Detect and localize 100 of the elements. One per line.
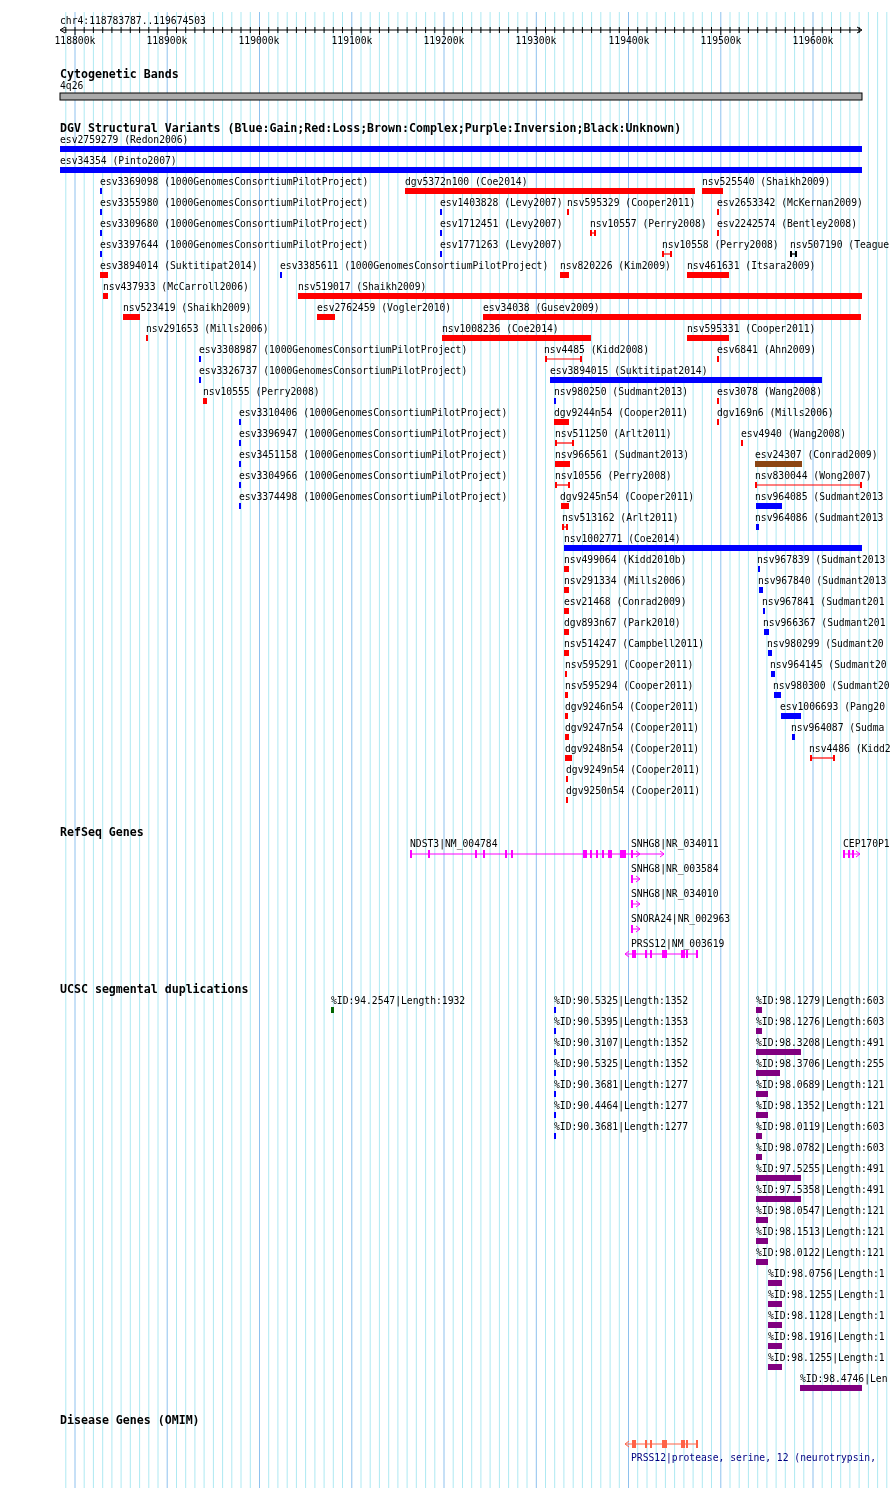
duplication-label: %ID:98.3706|Length:255 bbox=[756, 1058, 885, 1070]
variant-label: dgv9248n54 (Cooper2011) bbox=[565, 743, 700, 755]
duplication-label: %ID:98.0122|Length:121 bbox=[756, 1247, 885, 1259]
variant-label: nsv980299 (Sudmant20 bbox=[767, 638, 884, 650]
variant-label: esv6841 (Ahn2009) bbox=[717, 344, 817, 356]
duplication-label: %ID:98.0756|Length:1 bbox=[768, 1268, 885, 1280]
variant-label: esv34354 (Pinto2007) bbox=[60, 155, 177, 167]
duplication-label: %ID:98.1916|Length:1 bbox=[768, 1331, 885, 1343]
duplication-label: %ID:98.0689|Length:121 bbox=[756, 1079, 885, 1091]
duplication-label: %ID:98.1352|Length:121 bbox=[756, 1100, 885, 1112]
variant-label: esv3894015 (Suktitipat2014) bbox=[550, 365, 708, 377]
duplication-label: %ID:90.3107|Length:1352 bbox=[554, 1037, 689, 1049]
variant-label: nsv830044 (Wong2007) bbox=[755, 470, 872, 482]
variant-label: esv3310406 (1000GenomesConsortiumPilotProject) bbox=[239, 407, 508, 419]
duplication-label: %ID:90.3681|Length:1277 bbox=[554, 1121, 689, 1133]
track-title: Disease Genes (OMIM) bbox=[60, 1413, 200, 1427]
variant-label: nsv595331 (Cooper2011) bbox=[687, 323, 816, 335]
duplication-label: %ID:97.5255|Length:491 bbox=[756, 1163, 885, 1175]
duplication-label: %ID:90.4464|Length:1277 bbox=[554, 1100, 689, 1112]
variant-label: esv34038 (Gusev2009) bbox=[483, 302, 600, 314]
variant-label: nsv511250 (Arlt2011) bbox=[555, 428, 672, 440]
variant-label: dgv5372n100 (Coe2014) bbox=[405, 176, 528, 188]
axis-tick-label: 119100k bbox=[331, 35, 373, 47]
variant-label: esv2759279 (Redon2006) bbox=[60, 134, 189, 146]
variant-label: nsv595291 (Cooper2011) bbox=[565, 659, 694, 671]
axis-tick-label: 119200k bbox=[423, 35, 465, 47]
variant-label: nsv4486 (Kidd2 bbox=[809, 743, 890, 755]
duplication-label: %ID:97.5358|Length:491 bbox=[756, 1184, 885, 1196]
variant-label: nsv461631 (Itsara2009) bbox=[687, 260, 816, 272]
variant-label: dgv893n67 (Park2010) bbox=[564, 617, 681, 629]
axis-tick-label: 119600k bbox=[792, 35, 834, 47]
variant-label: esv3397644 (1000GenomesConsortiumPilotProject) bbox=[100, 239, 369, 251]
variant-label: dgv9249n54 (Cooper2011) bbox=[566, 764, 701, 776]
variant-label: nsv4485 (Kidd2008) bbox=[544, 344, 649, 356]
duplication-label: %ID:98.0119|Length:603 bbox=[756, 1121, 885, 1133]
track-title: Cytogenetic Bands bbox=[60, 67, 179, 81]
variant-label: nsv10557 (Perry2008) bbox=[590, 218, 707, 230]
variant-label: nsv964087 (Sudma bbox=[791, 722, 885, 734]
duplication-label: %ID:98.0782|Length:603 bbox=[756, 1142, 885, 1154]
gene-label: PRSS12|NM_003619 bbox=[631, 938, 725, 950]
duplication-label: %ID:98.1513|Length:121 bbox=[756, 1226, 885, 1238]
variant-label: nsv514247 (Campbell2011) bbox=[564, 638, 704, 650]
variant-label: esv1006693 (Pang20 bbox=[780, 701, 885, 713]
variant-label: dgv9245n54 (Cooper2011) bbox=[560, 491, 695, 503]
variant-label: esv4940 (Wang2008) bbox=[741, 428, 846, 440]
variant-label: nsv10558 (Perry2008) bbox=[662, 239, 779, 251]
disease-gene-label: PRSS12|protease, serine, 12 (neurotrypsin, bbox=[631, 1452, 876, 1464]
variant-label: nsv964085 (Sudmant2013 bbox=[755, 491, 884, 503]
position-label: chr4:118783787..119674503 bbox=[60, 15, 206, 27]
axis-tick-label: 119000k bbox=[238, 35, 280, 47]
duplication-label: %ID:90.5395|Length:1353 bbox=[554, 1016, 689, 1028]
variant-label: esv3385611 (1000GenomesConsortiumPilotProject) bbox=[280, 260, 549, 272]
variant-label: esv3451158 (1000GenomesConsortiumPilotProject) bbox=[239, 449, 508, 461]
variant-label: esv3894014 (Suktitipat2014) bbox=[100, 260, 258, 272]
gene-label: NDST3|NM_004784 bbox=[410, 838, 498, 850]
variant-label: nsv966561 (Sudmant2013) bbox=[555, 449, 690, 461]
variant-label: nsv291334 (Mills2006) bbox=[564, 575, 687, 587]
variant-label: esv3078 (Wang2008) bbox=[717, 386, 822, 398]
gene-label: SNORA24|NR_002963 bbox=[631, 913, 731, 925]
variant-label: dgv9247n54 (Cooper2011) bbox=[565, 722, 700, 734]
variant-label: nsv10556 (Perry2008) bbox=[555, 470, 672, 482]
variant-label: nsv10555 (Perry2008) bbox=[203, 386, 320, 398]
duplication-label: %ID:90.3681|Length:1277 bbox=[554, 1079, 689, 1091]
gene-label: SNHG8|NR_034011 bbox=[631, 838, 719, 850]
track-title: DGV Structural Variants (Blue:Gain;Red:Loss;Brown:Complex;Purple:Inversion;Black:Unknown) bbox=[60, 121, 682, 135]
variant-label: nsv966367 (Sudmant201 bbox=[763, 617, 886, 629]
duplication-label: %ID:98.1276|Length:603 bbox=[756, 1016, 885, 1028]
duplication-label: %ID:98.0547|Length:121 bbox=[756, 1205, 885, 1217]
variant-label: nsv595329 (Cooper2011) bbox=[567, 197, 696, 209]
variant-label: dgv9246n54 (Cooper2011) bbox=[565, 701, 700, 713]
variant-label: nsv980300 (Sudmant20 bbox=[773, 680, 890, 692]
axis-tick-label: 118800k bbox=[54, 35, 96, 47]
variant-label: esv2653342 (McKernan2009) bbox=[717, 197, 863, 209]
variant-label: esv2762459 (Vogler2010) bbox=[317, 302, 452, 314]
variant-label: esv3374498 (1000GenomesConsortiumPilotProject) bbox=[239, 491, 508, 503]
variant-label: esv1403828 (Levy2007) bbox=[440, 197, 563, 209]
variant-label: nsv980250 (Sudmant2013) bbox=[554, 386, 689, 398]
axis-tick-label: 119300k bbox=[515, 35, 557, 47]
track-title: RefSeq Genes bbox=[60, 825, 144, 839]
variant-label: dgv9250n54 (Cooper2011) bbox=[566, 785, 701, 797]
variant-label: esv3308987 (1000GenomesConsortiumPilotProject) bbox=[199, 344, 468, 356]
variant-label: nsv291653 (Mills2006) bbox=[146, 323, 269, 335]
axis-tick-label: 119400k bbox=[608, 35, 650, 47]
variant-label: nsv820226 (Kim2009) bbox=[560, 260, 671, 272]
duplication-label: %ID:98.1255|Length:1 bbox=[768, 1352, 885, 1364]
variant-label: dgv169n6 (Mills2006) bbox=[717, 407, 834, 419]
variant-label: nsv595294 (Cooper2011) bbox=[565, 680, 694, 692]
variant-label: nsv513162 (Arlt2011) bbox=[562, 512, 679, 524]
variant-label: nsv1002771 (Coe2014) bbox=[564, 533, 681, 545]
duplication-label: %ID:98.1255|Length:1 bbox=[768, 1289, 885, 1301]
variant-label: nsv967839 (Sudmant2013 bbox=[757, 554, 886, 566]
variant-label: nsv967841 (Sudmant201 bbox=[762, 596, 885, 608]
variant-label: dgv9244n54 (Cooper2011) bbox=[554, 407, 689, 419]
variant-label: nsv525540 (Shaikh2009) bbox=[702, 176, 831, 188]
variant-label: esv3355980 (1000GenomesConsortiumPilotProject) bbox=[100, 197, 369, 209]
variant-label: esv21468 (Conrad2009) bbox=[564, 596, 687, 608]
duplication-label: %ID:98.1279|Length:603 bbox=[756, 995, 885, 1007]
variant-label: esv1712451 (Levy2007) bbox=[440, 218, 563, 230]
variant-label: nsv964086 (Sudmant2013 bbox=[755, 512, 884, 524]
duplication-label: %ID:98.3208|Length:491 bbox=[756, 1037, 885, 1049]
